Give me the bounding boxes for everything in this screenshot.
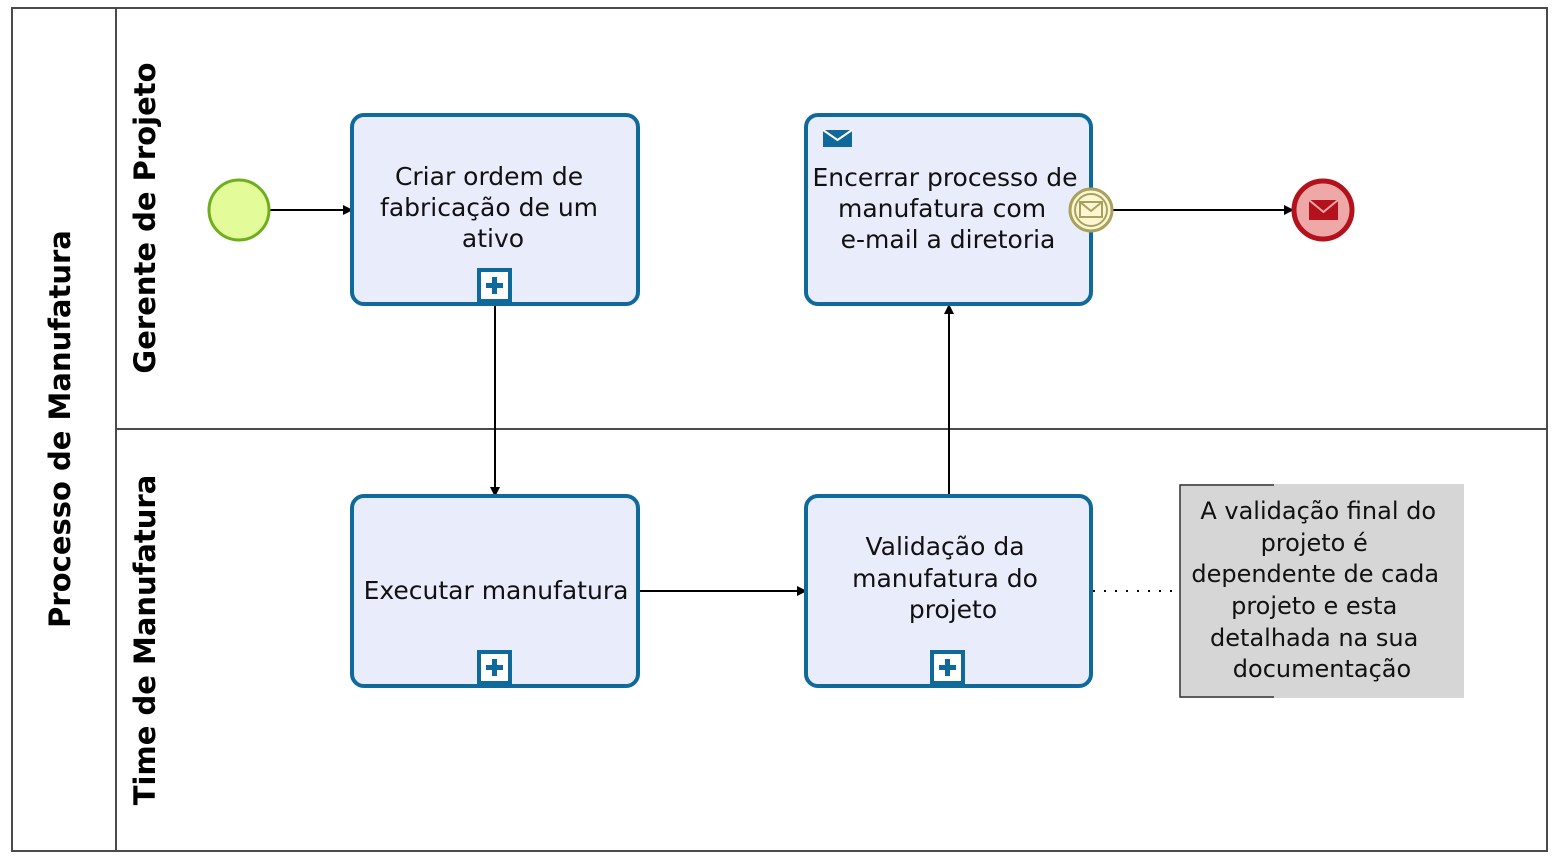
lane-label-time: Time de Manufatura (128, 475, 162, 806)
start-event[interactable] (207, 178, 271, 242)
subprocess-plus-icon[interactable] (477, 650, 512, 685)
annotation-line-1: A validação final do (1200, 497, 1436, 525)
envelope-icon (1079, 201, 1103, 218)
annotation-line-5: detalhada na sua (1210, 624, 1418, 652)
end-message-event[interactable] (1291, 178, 1355, 242)
task-encerrar-line-3: e-mail a diretoria (841, 225, 1056, 254)
subprocess-plus-icon[interactable] (477, 268, 512, 303)
task-criar-line-2: fabricação de um (380, 193, 598, 222)
annotation-line-3: dependente de cada (1191, 560, 1439, 588)
task-validacao-line-3: projeto (909, 595, 997, 624)
boundary-message-event[interactable] (1068, 187, 1114, 233)
pool (11, 7, 1548, 852)
text-annotation[interactable]: A validação final do projeto é dependent… (1179, 484, 1464, 698)
annotation-line-2: projeto é (1261, 529, 1368, 557)
task-encerrar-line-1: Encerrar processo de (813, 163, 1078, 192)
task-encerrar[interactable]: Encerrar processo de manufatura com e-ma… (804, 113, 1093, 306)
task-executar[interactable]: Executar manufatura (350, 494, 640, 688)
svg-text:Validação da manufatura: Validação da manufatura do projeto (852, 532, 1046, 624)
envelope-icon (822, 129, 853, 147)
task-criar-line-3: ativo (462, 224, 524, 253)
envelope-icon (1308, 199, 1339, 220)
annotation-line-6: documentação (1233, 655, 1411, 683)
task-validacao-line-2: manufatura do (852, 564, 1038, 593)
task-validacao[interactable]: Validação da manufatura do projeto (804, 494, 1093, 688)
subprocess-plus-icon[interactable] (930, 650, 965, 685)
svg-text:Executar manufatura: Executar manufatura (364, 576, 629, 605)
task-criar-line-1: Criar ordem de (395, 162, 583, 191)
annotation-line-4: projeto e esta (1231, 592, 1397, 620)
task-encerrar-line-2: manufatura com (838, 194, 1046, 223)
task-criar-ordem[interactable]: Criar ordem de fabricação de um ativo (350, 113, 640, 306)
svg-text:A validação final do pro: A validação final do projeto é dependent… (1191, 497, 1446, 683)
task-executar-line-1: Executar manufatura (364, 576, 629, 605)
pool-label: Processo de Manufatura (43, 230, 77, 628)
sequence-flows (270, 205, 1294, 596)
svg-text:Criar ordem de fabricaçã: Criar ordem de fabricação de um ativo (380, 162, 606, 253)
lane-label-gerente: Gerente de Projeto (128, 62, 162, 373)
svg-text:Encerrar processo de man: Encerrar processo de manufatura com e-ma… (813, 163, 1086, 254)
task-validacao-line-1: Validação da (865, 532, 1024, 561)
